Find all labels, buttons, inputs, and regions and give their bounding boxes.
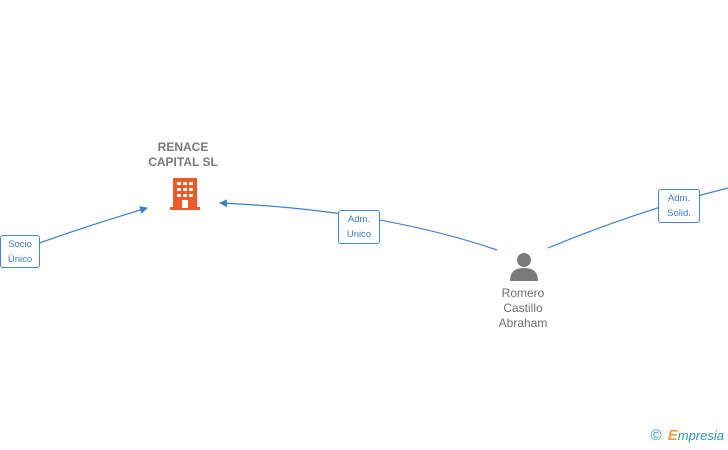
edge-label-adm-unico-line2: Unico — [346, 229, 372, 240]
edge-label-adm-unico-line1: Adm. — [347, 214, 371, 225]
edge-adm-solid — [547, 187, 728, 249]
person-node-label[interactable]: Romero Castillo Abraham — [473, 286, 573, 331]
brand-watermark: © E mpresia — [651, 427, 724, 444]
edge-label-socio-line2: Único — [7, 254, 33, 265]
edge-label-adm-solid-line2: Solid. — [667, 208, 691, 219]
brand-name: mpresia — [677, 428, 724, 443]
company-name-line1: RENACE — [157, 140, 209, 154]
person-icon[interactable] — [509, 251, 539, 281]
building-icon[interactable] — [169, 176, 201, 210]
company-node-label[interactable]: RENACE CAPITAL SL — [133, 140, 233, 170]
copyright-icon: © — [650, 427, 662, 444]
edge-label-adm-solid-line1: Adm. — [667, 193, 691, 204]
edge-label-socio-unico[interactable]: Socio Único — [0, 235, 40, 268]
brand-logo-initial: E — [667, 427, 678, 444]
edge-label-socio-line1: Socio — [8, 239, 32, 250]
person-name-line3: Abraham — [498, 316, 548, 330]
edge-label-adm-unico[interactable]: Adm. Unico — [338, 210, 380, 244]
person-name-line2: Castillo — [503, 301, 543, 315]
company-name-line2: CAPITAL SL — [148, 155, 218, 169]
person-name-line1: Romero — [501, 286, 545, 300]
edge-label-adm-solid[interactable]: Adm. Solid. — [658, 189, 700, 223]
